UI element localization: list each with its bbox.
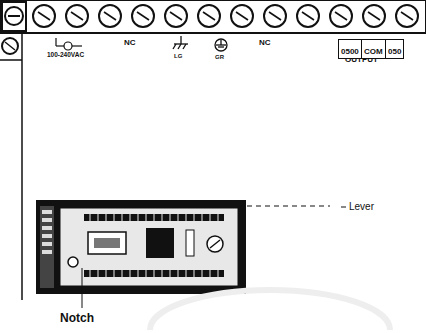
callout-label: Notch — [60, 312, 94, 324]
terminal-tab: COM — [361, 39, 386, 59]
terminal-label: NC — [259, 39, 271, 47]
terminal-label: GR — [215, 54, 224, 60]
terminal-name: 0500 — [341, 47, 359, 56]
terminal-name: 050 — [388, 47, 401, 56]
terminal-label: NC — [124, 39, 136, 47]
callout-label: Lever — [349, 202, 374, 212]
terminal-tab: 050 — [385, 39, 404, 59]
terminal-tab: 0500 — [338, 39, 362, 59]
terminal-name: COM — [364, 47, 383, 56]
terminal-label: LG — [174, 53, 182, 59]
voltage-label: 100-240VAC — [47, 52, 84, 59]
